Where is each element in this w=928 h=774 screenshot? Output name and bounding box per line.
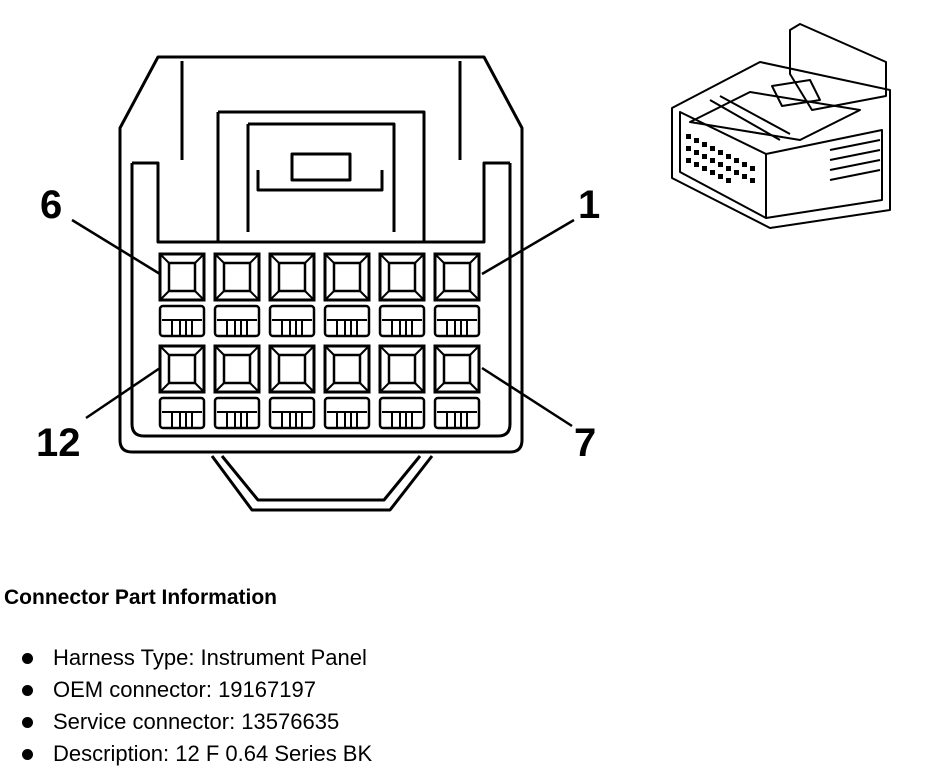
pin-cavity-6 (158, 252, 206, 302)
leader-line-pin-7 (481, 366, 573, 428)
pin-latch-4 (268, 304, 316, 338)
connector-diagram: 6 1 12 7 (36, 23, 891, 512)
pin-cavity-1 (433, 252, 481, 302)
pin-latch-11 (213, 396, 261, 430)
info-item-oem-connector: OEM connector: 19167197 (22, 674, 372, 706)
pin-cavity-7 (433, 344, 481, 394)
leader-lines (71, 218, 575, 428)
pin-latch-2 (378, 304, 426, 338)
info-item-text: Description: 12 F 0.64 Series BK (53, 741, 373, 766)
pin-cavity-5 (213, 252, 261, 302)
info-item-text: Service connector: 13576635 (53, 709, 340, 734)
connector-info-list: Harness Type: Instrument Panel OEM conne… (22, 642, 372, 770)
bullet-icon (22, 748, 33, 760)
pin-cavity-8 (378, 344, 426, 394)
pin-latch-3 (323, 304, 371, 338)
pin-latch-5 (213, 304, 261, 338)
pin-cavity-4 (268, 252, 316, 302)
connector-info-title: Connector Part Information (4, 586, 278, 609)
pin-label-12: 12 (36, 421, 81, 465)
info-item-description: Description: 12 F 0.64 Series BK (22, 738, 372, 770)
info-item-harness-type: Harness Type: Instrument Panel (22, 642, 372, 674)
leader-line-pin-12 (85, 366, 161, 420)
pin-cavity-9 (323, 344, 371, 394)
pin-cavity-11 (213, 344, 261, 394)
pin-latch-10 (268, 396, 316, 430)
connector-3d-view (671, 23, 891, 229)
connector-3d-cavities (686, 134, 755, 183)
pin-latch-8 (378, 396, 426, 430)
leader-line-pin-1 (481, 218, 575, 276)
connector-face (118, 55, 524, 512)
pin-cavity-2 (378, 252, 426, 302)
pin-latch-7 (433, 396, 481, 430)
info-item-text: Harness Type: Instrument Panel (53, 645, 367, 670)
pin-label-1: 1 (578, 183, 600, 227)
pin-label-6: 6 (40, 183, 62, 227)
pin-latch-9 (323, 396, 371, 430)
bullet-icon (22, 652, 33, 664)
pin-latch-1 (433, 304, 481, 338)
pin-cavity-12 (158, 344, 206, 394)
pin-cavity-3 (323, 252, 371, 302)
pin-label-7: 7 (574, 421, 596, 465)
info-item-text: OEM connector: 19167197 (53, 677, 316, 702)
pin-cavities (158, 252, 481, 430)
bullet-icon (22, 684, 33, 696)
info-item-service-connector: Service connector: 13576635 (22, 706, 372, 738)
leader-line-pin-6 (71, 218, 161, 276)
pin-latch-12 (158, 396, 206, 430)
pin-latch-6 (158, 304, 206, 338)
pin-cavity-10 (268, 344, 316, 394)
bullet-icon (22, 716, 33, 728)
